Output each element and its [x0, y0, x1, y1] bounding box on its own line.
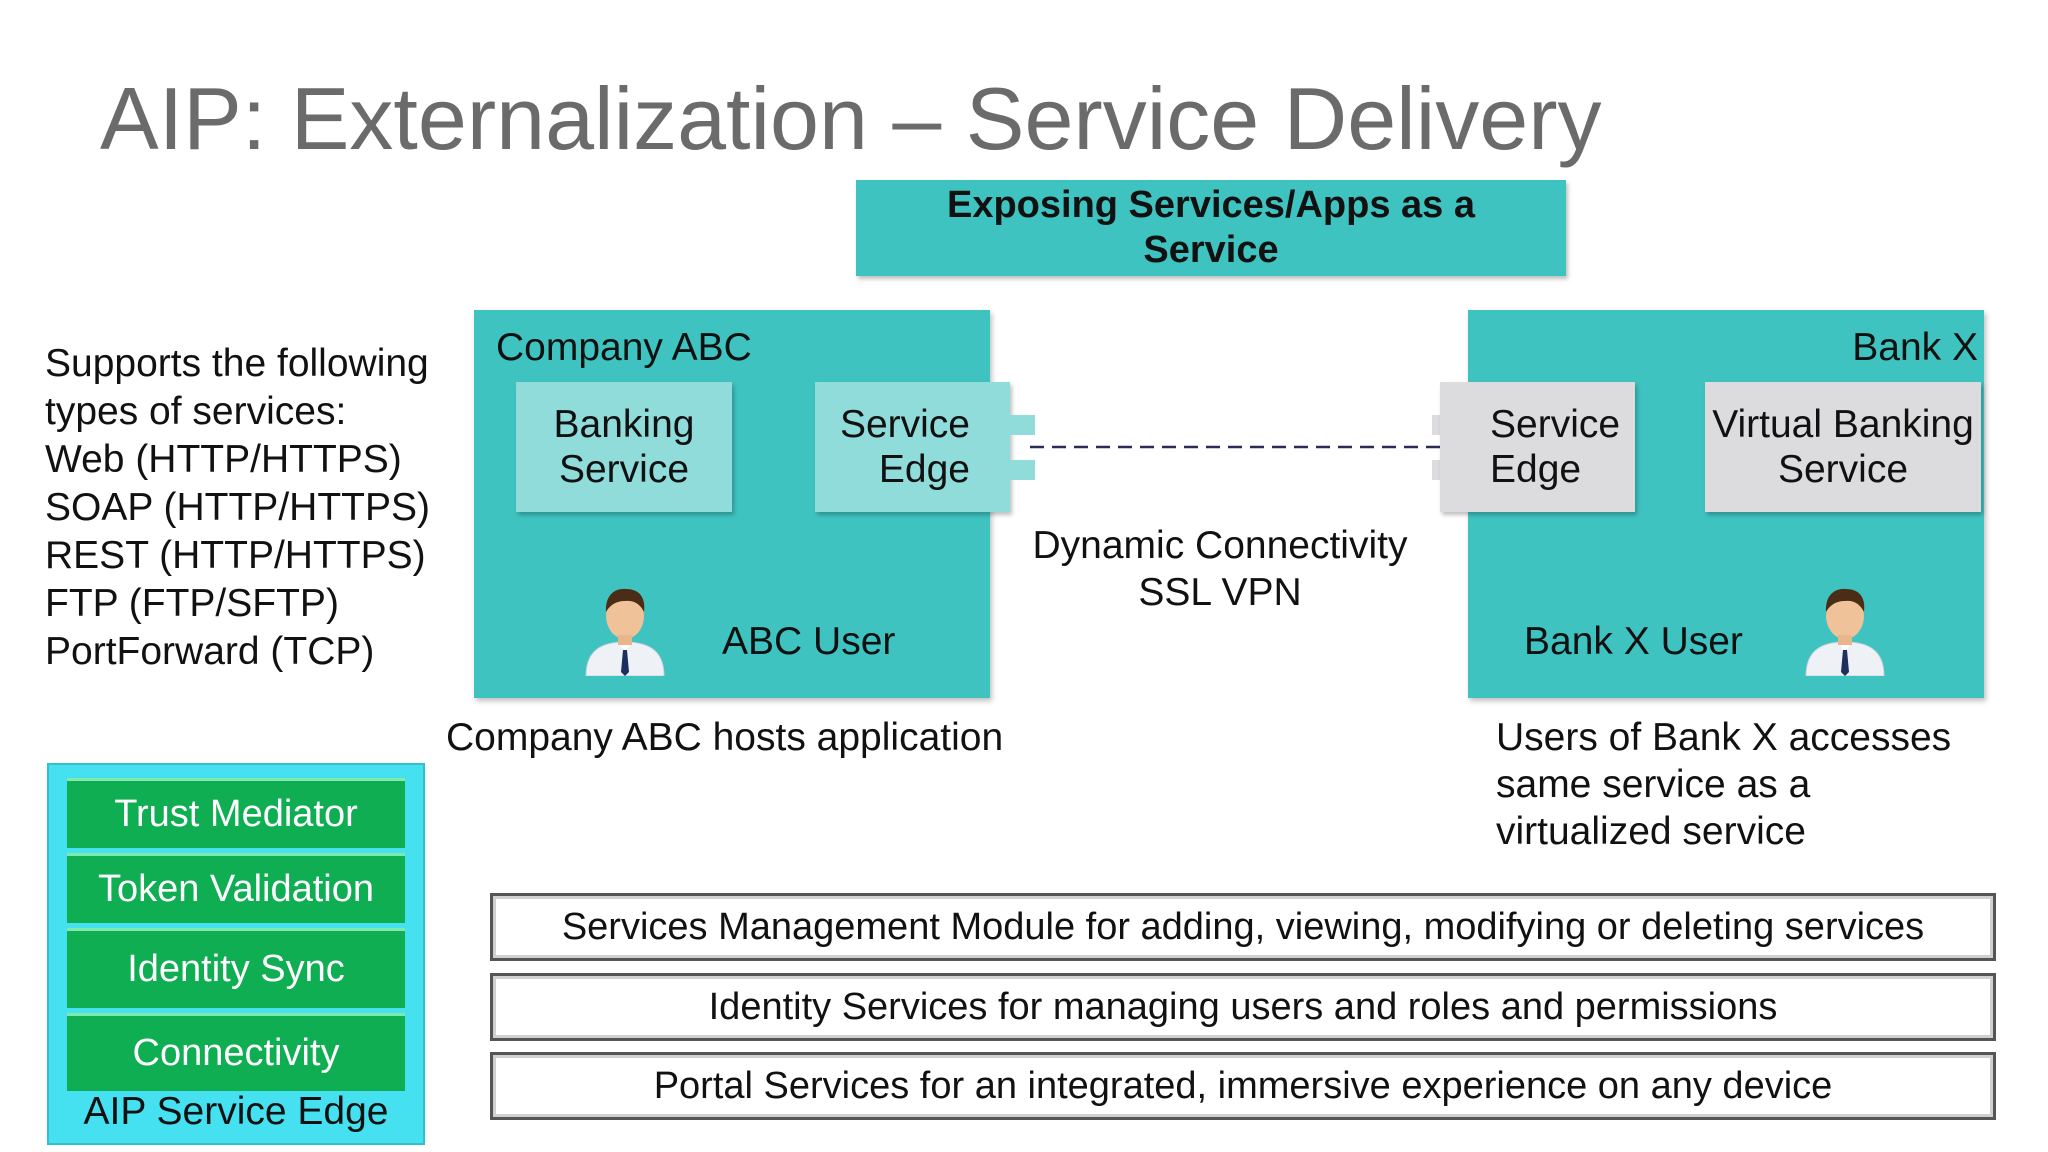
banking-service-line-2: Service — [558, 448, 690, 491]
bank-x-label: Bank X — [1852, 326, 1978, 369]
supported-heading-1: Supports the following — [45, 342, 429, 385]
bank-service-edge-line-1: Service — [1490, 403, 1621, 446]
service-type-portforward: PortForward (TCP) — [45, 630, 375, 673]
identity-services-bar: Identity Services for managing users and… — [490, 973, 1996, 1041]
abc-service-edge-line-1: Service — [839, 403, 970, 446]
token-validation-block: Token Validation — [67, 853, 405, 923]
service-type-rest: REST (HTTP/HTTPS) — [45, 534, 426, 577]
virtual-banking-service-card: Virtual Banking Service — [1705, 382, 1981, 512]
identity-sync-block: Identity Sync — [67, 928, 405, 1008]
headline-box: Exposing Services/Apps as a Service — [856, 180, 1566, 276]
bank-service-edge-card: Service Edge — [1440, 382, 1635, 512]
abc-user-icon — [585, 588, 665, 676]
service-type-soap: SOAP (HTTP/HTTPS) — [45, 486, 430, 529]
bank-x-caption: Users of Bank X accesses same service as… — [1496, 714, 1951, 855]
headline-line-1: Exposing Services/Apps as a — [946, 184, 1475, 226]
services-management-module-bar: Services Management Module for adding, v… — [490, 893, 1996, 961]
bank-service-edge-line-2: Edge — [1490, 448, 1582, 491]
abc-service-edge-line-2: Edge — [878, 448, 970, 491]
bank-caption-line-3: virtualized service — [1496, 810, 1806, 853]
abc-service-edge-card: Service Edge — [815, 382, 1010, 512]
virtual-banking-line-2: Service — [1777, 448, 1909, 491]
service-type-ftp: FTP (FTP/SFTP) — [45, 582, 339, 625]
supported-services-list: Supports the following types of services… — [45, 340, 430, 676]
bank-caption-line-2: same service as a — [1496, 763, 1811, 806]
banking-service-card: Banking Service — [516, 382, 732, 512]
banking-service-line-1: Banking — [553, 403, 695, 446]
abc-edge-port-2 — [1005, 460, 1035, 480]
slide-title: AIP: Externalization – Service Delivery — [100, 69, 1602, 168]
bank-caption-line-1: Users of Bank X accesses — [1496, 716, 1952, 759]
supported-heading-2: types of services: — [45, 390, 347, 433]
connectivity-block: Connectivity — [67, 1013, 405, 1091]
bank-user-icon — [1805, 588, 1885, 676]
service-type-web: Web (HTTP/HTTPS) — [45, 438, 402, 481]
company-abc-caption: Company ABC hosts application — [446, 716, 1004, 759]
aip-service-edge-panel: Trust Mediator Token Validation Identity… — [47, 763, 425, 1145]
headline-line-2: Service — [1143, 229, 1279, 271]
company-abc-label: Company ABC — [496, 326, 752, 369]
abc-user-label: ABC User — [722, 620, 896, 663]
bank-x-user-label: Bank X User — [1524, 620, 1743, 663]
connectivity-label: Dynamic Connectivity SSL VPN — [1020, 522, 1420, 616]
connectivity-line-2: SSL VPN — [1138, 571, 1302, 614]
aip-service-edge-label: AIP Service Edge — [83, 1090, 389, 1133]
abc-edge-port-1 — [1005, 415, 1035, 435]
portal-services-bar: Portal Services for an integrated, immer… — [490, 1052, 1996, 1120]
connectivity-line-1: Dynamic Connectivity — [1032, 524, 1408, 567]
virtual-banking-line-1: Virtual Banking — [1712, 403, 1974, 446]
trust-mediator-block: Trust Mediator — [67, 778, 405, 848]
